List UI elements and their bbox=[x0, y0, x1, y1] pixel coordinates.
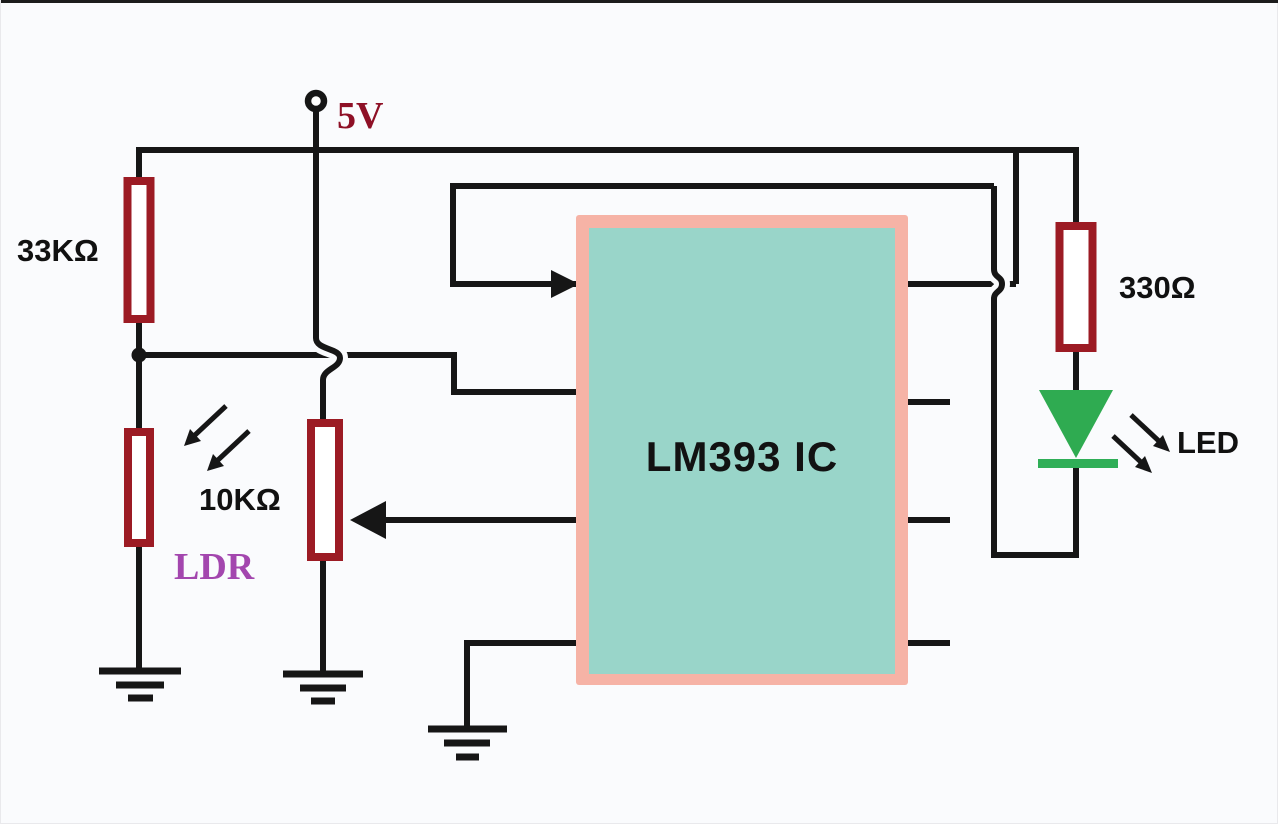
ground-symbol-ic bbox=[428, 725, 507, 761]
wire-ic-to-ground bbox=[464, 640, 579, 729]
ic-pin-arrowhead-icon bbox=[551, 270, 579, 298]
wire-hop-left bbox=[313, 337, 344, 381]
wire-led-return bbox=[991, 299, 1079, 558]
wiper-arrowhead-icon bbox=[350, 501, 386, 539]
resistor-330-body bbox=[1055, 222, 1097, 352]
led-symbol bbox=[1038, 390, 1118, 468]
led-cathode-bar bbox=[1038, 459, 1118, 468]
led-triangle bbox=[1039, 390, 1113, 458]
top-border-line bbox=[1, 0, 1278, 3]
power-terminal-icon bbox=[304, 89, 328, 113]
wire-feedback-top bbox=[450, 183, 994, 287]
resistor-33k-body bbox=[123, 177, 155, 323]
led-label: LED bbox=[1177, 425, 1239, 460]
ldr-label: LDR bbox=[174, 546, 255, 588]
junction-dot bbox=[131, 347, 147, 363]
led-light-arrows-icon bbox=[1111, 413, 1170, 473]
ldr-body bbox=[124, 428, 154, 547]
wire-hop-right bbox=[991, 268, 1006, 300]
wire-5v-rail bbox=[136, 147, 1079, 226]
supply-voltage-label: 5V bbox=[337, 95, 384, 137]
ic-inner bbox=[589, 228, 895, 674]
wire-divider-to-ic bbox=[139, 352, 579, 395]
ground-symbol-pot bbox=[283, 670, 363, 705]
ldr-light-arrows-icon bbox=[184, 404, 251, 471]
potentiometer-label: 10KΩ bbox=[199, 482, 281, 517]
ground-symbol-ldr bbox=[99, 667, 181, 702]
resistor-330-label: 330Ω bbox=[1119, 270, 1196, 305]
resistor-33k-label: 33KΩ bbox=[17, 233, 99, 268]
ic-label: LM393 IC bbox=[646, 433, 838, 480]
potentiometer-body bbox=[307, 419, 343, 561]
